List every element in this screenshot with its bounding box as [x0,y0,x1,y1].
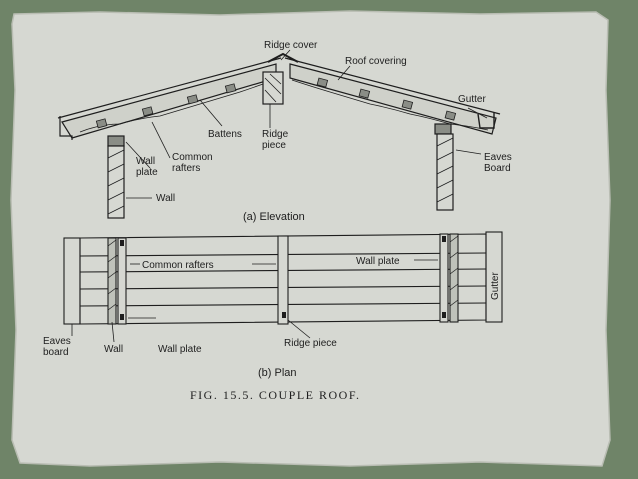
plan-caption: (b) Plan [258,367,297,379]
plan-right-wall-plate [439,233,449,323]
plan-left-wall [107,237,117,325]
plan-right-wall [449,233,459,323]
elevation-drawing [57,49,501,219]
label-wall: Wall [156,193,175,204]
left-battens [95,83,237,129]
plan-left-wall-plate [117,237,127,325]
label-piece: piece [262,140,286,151]
label-wall-plate-1: Wall [136,156,155,167]
label-common: Common [172,152,213,163]
right-rafter-grain [291,79,489,131]
left-eaves [59,116,73,140]
label-roof-covering: Roof covering [345,56,407,67]
label-plan-board: board [43,347,69,358]
right-wall-plate [434,123,452,135]
plan-ridge-piece [277,235,289,325]
label-board: Board [484,163,511,174]
plan-wall-plate-marks [120,236,446,320]
label-plan-wall-plate: Wall plate [158,344,202,355]
elevation-leaders [125,49,488,199]
label-plan-wall-plate-top: Wall plate [356,256,400,267]
plan-left-wall-hatch [107,239,117,311]
right-rafter [289,63,497,135]
label-plan-common-rafters: Common rafters [142,260,214,271]
label-plan-gutter: Gutter [490,272,501,300]
left-rafter-grain [79,79,275,133]
ridge-piece [262,71,284,105]
label-battens: Battens [208,129,242,140]
plan-leaders [71,259,438,343]
left-wall-hatch [107,149,125,215]
label-plan-wall: Wall [104,344,123,355]
left-roof-covering [57,57,282,119]
right-roof-covering [284,57,501,115]
ridge-piece-hatch [264,73,282,103]
plan-labels: Common rafters Wall plate Gutter Eaves b… [43,256,501,379]
plan-gutter [485,231,503,323]
plan-eaves-board [63,237,81,325]
label-eaves: Eaves [484,152,512,163]
label-ridge-cover: Ridge cover [264,40,318,51]
plan-right-wall-hatch [449,235,459,307]
plan-drawing [63,231,503,343]
label-ridge: Ridge [262,129,289,140]
right-wall-hatch [436,137,454,203]
left-wall-plate [107,135,125,147]
elevation-labels: Ridge cover Roof covering Gutter Battens… [136,40,512,223]
label-plan-ridge-piece: Ridge piece [284,338,337,349]
right-gutter [477,112,495,129]
label-gutter: Gutter [458,94,486,105]
figure-caption: FIG. 15.5. COUPLE ROOF. [190,388,361,402]
label-plan-eaves: Eaves [43,336,71,347]
elevation-caption: (a) Elevation [243,211,305,223]
label-rafters: rafters [172,163,200,174]
right-wall [436,133,454,211]
ridge-cover [267,52,299,63]
right-battens [316,77,457,121]
left-rafter [61,63,277,139]
label-wall-plate-2: plate [136,167,158,178]
